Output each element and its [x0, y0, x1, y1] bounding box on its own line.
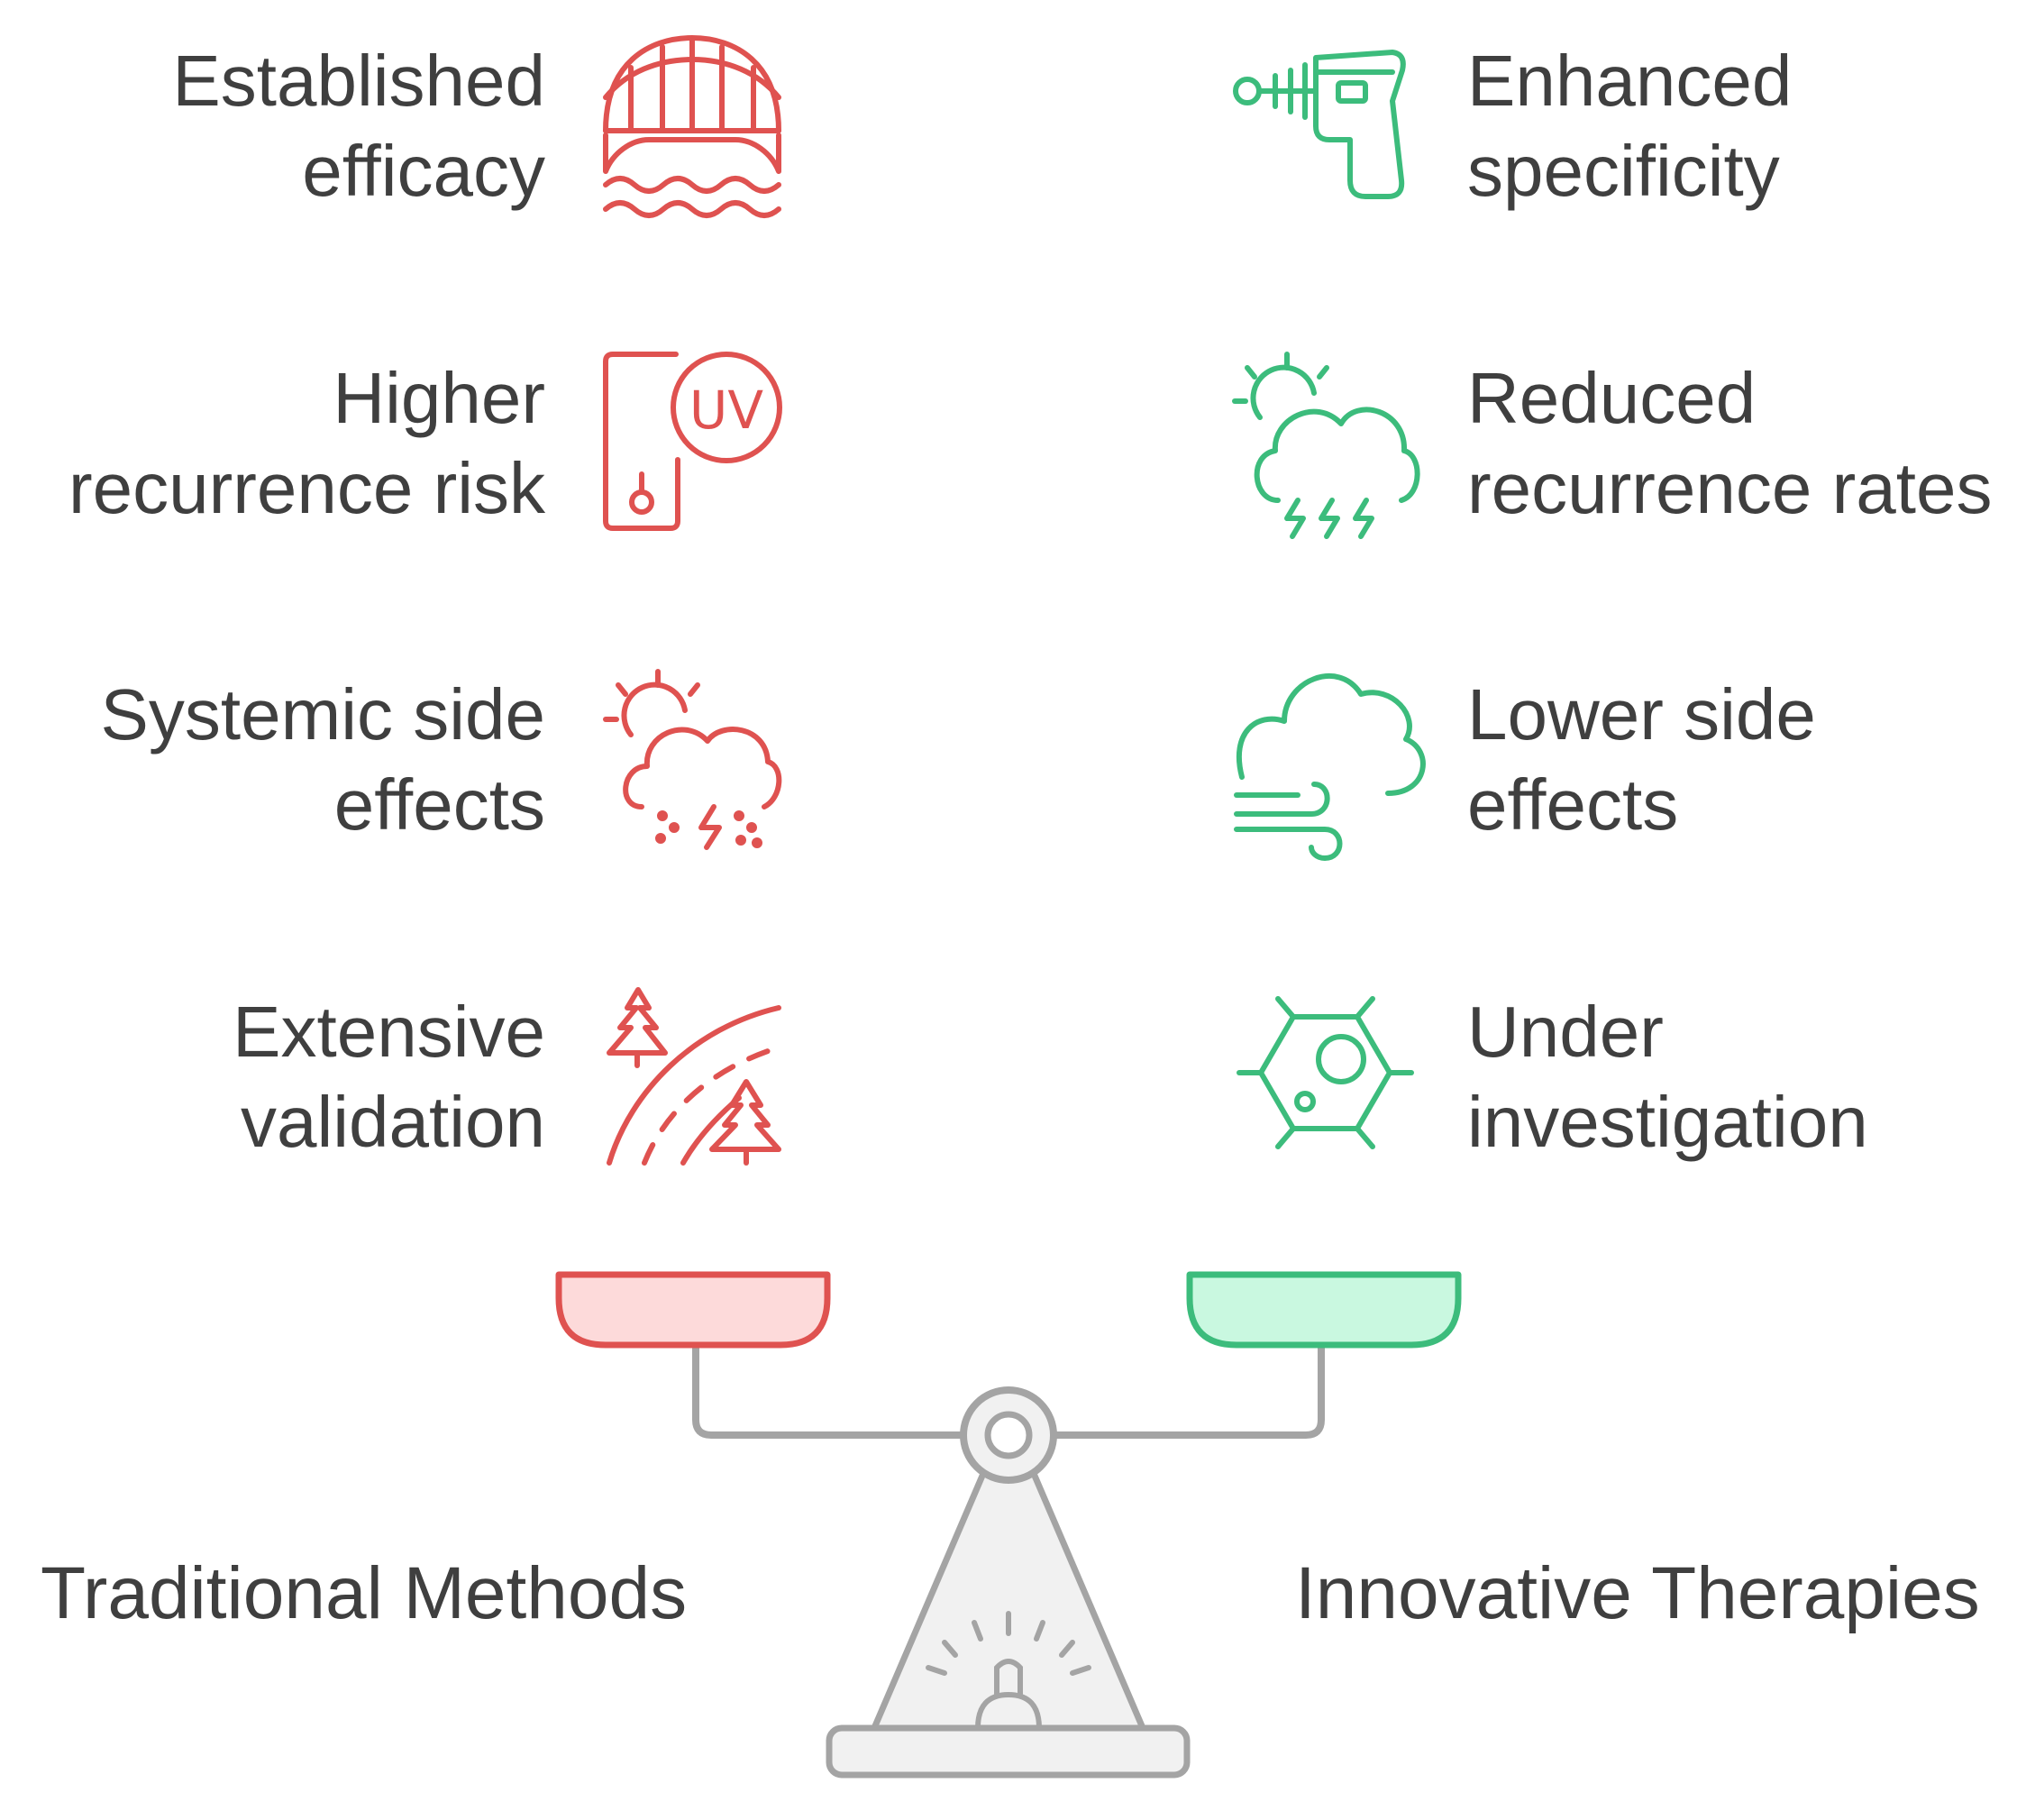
traditional-item-4-label: Extensive validation	[233, 992, 545, 1162]
innovative-item-1-label: Enhanced specificity	[1467, 41, 1793, 211]
traditional-item-2-label: Higher recurrence risk	[68, 358, 545, 528]
storm-cloud-icon	[603, 669, 782, 850]
traditional-pan	[555, 1271, 831, 1349]
balance-scale	[555, 1271, 1462, 1779]
traditional-item-3-label: Systemic side effects	[100, 674, 545, 845]
uv-phone-icon: UV	[603, 352, 782, 531]
innovative-item-2-label: Reduced recurrence rates	[1467, 358, 1993, 528]
road-trees-icon	[607, 987, 781, 1166]
wind-cloud-icon	[1234, 673, 1426, 861]
innovative-item-3-label: Lower side effects	[1467, 674, 1816, 845]
traditional-item-1-label: Established efficacy	[172, 41, 545, 211]
uv-badge-text: UV	[689, 380, 763, 441]
scale-base	[826, 1724, 1191, 1779]
ray-gun-icon	[1233, 50, 1406, 199]
cell-virus-icon	[1237, 996, 1414, 1149]
thunder-cloud-icon	[1232, 352, 1420, 539]
innovative-title: Innovative Therapies	[1295, 1552, 1980, 1634]
innovative-pan	[1186, 1271, 1462, 1349]
traditional-title: Traditional Methods	[41, 1552, 688, 1634]
bulb-icon	[926, 1611, 1091, 1731]
scale-pillar	[871, 1466, 1146, 1732]
bridge-water-icon	[603, 35, 781, 218]
innovative-item-4-label: Under investigation	[1467, 992, 1868, 1162]
